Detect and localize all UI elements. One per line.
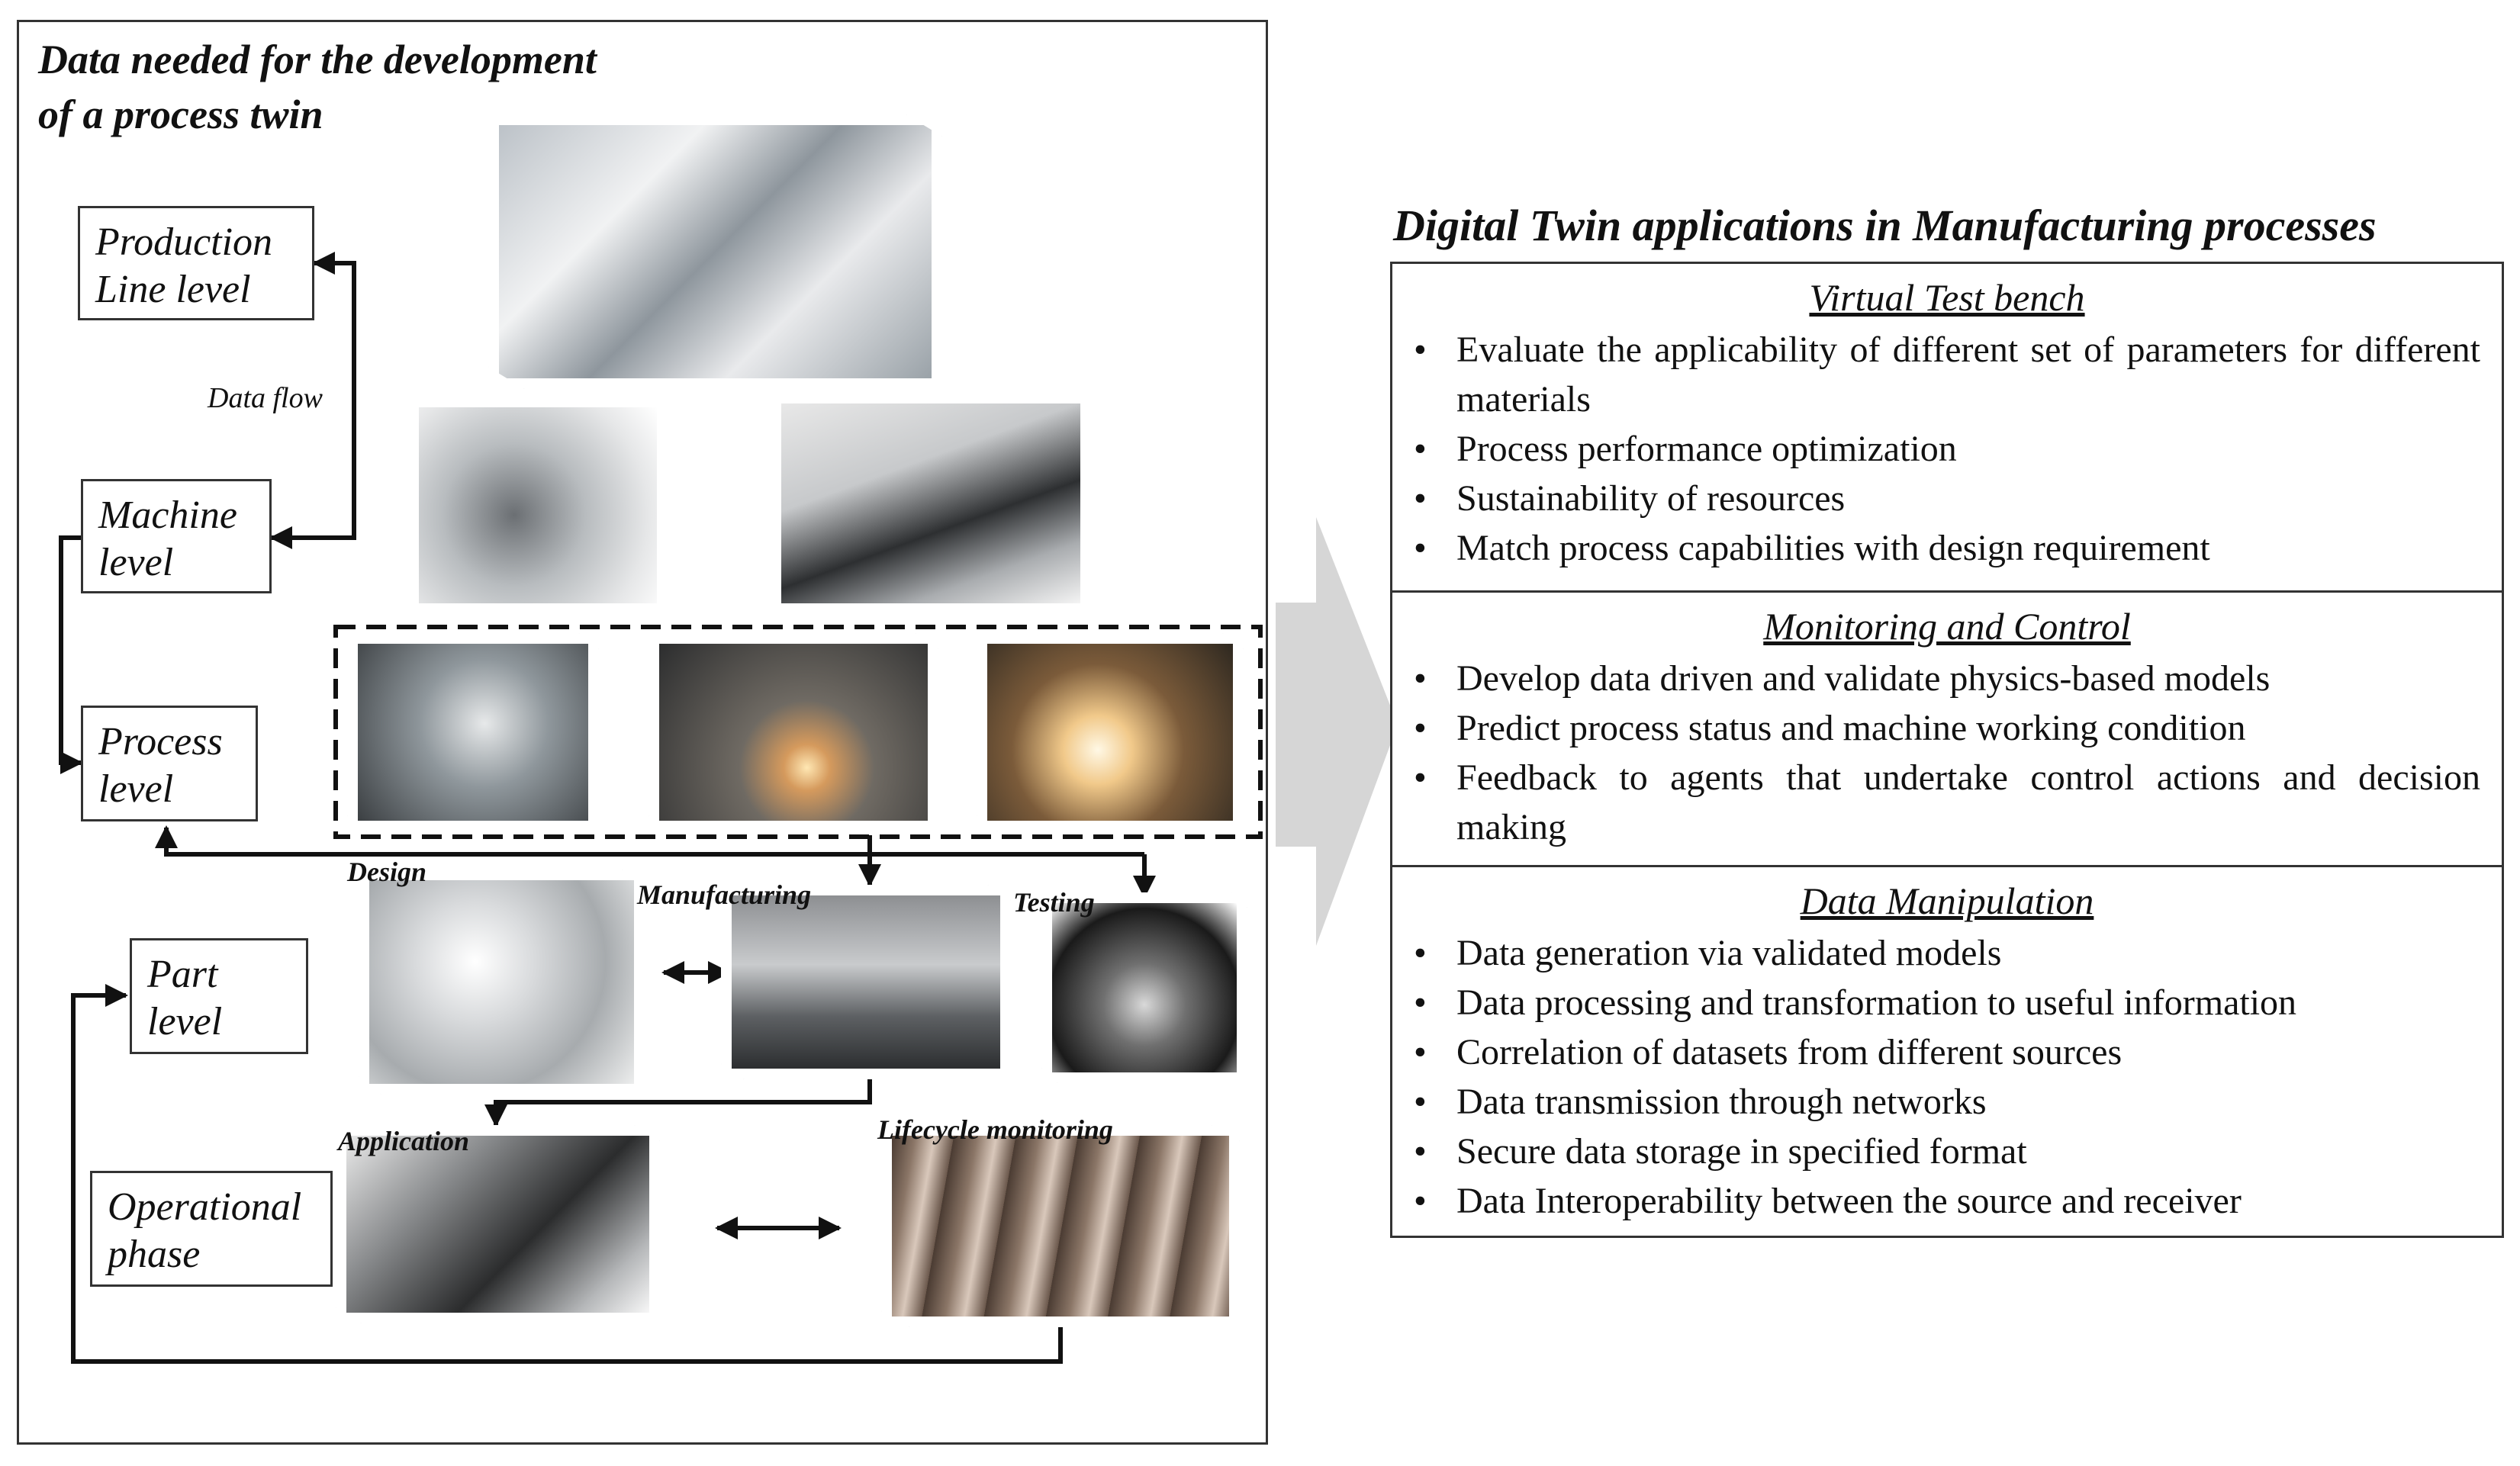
operational-phase-text2: phase	[108, 1233, 201, 1276]
machine-level-box: Machine level	[81, 479, 272, 593]
application-engine-photo	[336, 1125, 660, 1323]
stage-label-manufacturing: Manufacturing	[637, 879, 812, 910]
operational-phase-text1: Operational	[108, 1185, 302, 1229]
list-item: Evaluate the applicability of different …	[1414, 325, 2480, 424]
manufacturing-turbine-photo	[721, 885, 1011, 1079]
laser-deposition-photo	[649, 633, 938, 831]
laser-cutting-photo	[977, 633, 1244, 831]
right-panel-title: Digital Twin applications in Manufacturi…	[1393, 201, 2377, 250]
section-virtual-test-bench: Virtual Test bench Evaluate the applicab…	[1392, 264, 2502, 590]
process-level-text2: level	[98, 767, 174, 811]
feedback-loop-arrow	[71, 984, 1063, 1364]
testing-ct-scan-photo	[1041, 892, 1247, 1083]
list-item: Feedback to agents that undertake contro…	[1414, 753, 2480, 852]
machine-level-text1: Machine	[98, 493, 237, 537]
left-title-line2: of a process twin	[38, 92, 323, 137]
data-flow-label: Data flow	[208, 382, 323, 414]
machine-process-arrow	[59, 535, 83, 774]
list-item: Data Interoperability between the source…	[1414, 1176, 2480, 1226]
milling-process-photo	[347, 633, 599, 831]
list-item: Secure data storage in specified format	[1414, 1127, 2480, 1176]
list-item: Predict process status and machine worki…	[1414, 703, 2480, 753]
list-item: Sustainability of resources	[1414, 474, 2480, 523]
robot-cell-photo	[408, 397, 668, 614]
to-application-arrow	[484, 1079, 872, 1127]
bullet-list-monitoring-control: Develop data driven and validate physics…	[1392, 654, 2502, 852]
data-flow-arrow	[269, 252, 356, 549]
cnc-machine-photo	[771, 393, 1091, 614]
operational-phase-box: Operational phase	[90, 1171, 333, 1287]
big-grey-arrow	[1276, 517, 1398, 946]
list-item: Match process capabilities with design r…	[1414, 523, 2480, 573]
section-monitoring-control: Monitoring and Control Develop data driv…	[1392, 590, 2502, 865]
list-item: Correlation of datasets from different s…	[1414, 1027, 2480, 1077]
stage-label-testing: Testing	[1013, 887, 1095, 918]
section-title-data-manipulation: Data Manipulation	[1800, 879, 2094, 922]
process-level-text1: Process	[98, 720, 223, 764]
list-item: Develop data driven and validate physics…	[1414, 654, 2480, 703]
list-item: Process performance optimization	[1414, 424, 2480, 474]
stage-label-application: Application	[338, 1126, 470, 1156]
section-data-manipulation: Data Manipulation Data generation via va…	[1392, 865, 2502, 1240]
part-level-text2: level	[147, 1000, 223, 1043]
list-item: Data transmission through networks	[1414, 1077, 2480, 1127]
applications-table: Virtual Test bench Evaluate the applicab…	[1390, 262, 2504, 1238]
process-branch-line	[155, 825, 1144, 857]
left-title-line1: Data needed for the development	[38, 37, 597, 82]
process-level-box: Process level	[81, 706, 258, 821]
part-level-text1: Part	[147, 953, 218, 996]
part-level-box: Part level	[130, 938, 308, 1054]
production-line-level-text1: Production	[95, 220, 273, 264]
production-line-level-box: Production Line level	[78, 206, 314, 320]
list-item: Data processing and transformation to us…	[1414, 978, 2480, 1027]
stage-label-lifecycle: Lifecycle monitoring	[877, 1114, 1113, 1145]
section-title-virtual-test-bench: Virtual Test bench	[1809, 276, 2085, 319]
design-impeller-photo	[359, 870, 645, 1095]
list-item: Data generation via validated models	[1414, 928, 2480, 978]
production-line-photo	[488, 114, 942, 389]
process-dashed-box	[333, 625, 1263, 839]
left-panel	[17, 20, 1268, 1445]
machine-level-text2: level	[98, 541, 174, 584]
production-line-level-text2: Line level	[95, 268, 251, 311]
section-title-monitoring-control: Monitoring and Control	[1763, 605, 2131, 648]
bullet-list-virtual-test-bench: Evaluate the applicability of different …	[1392, 325, 2502, 573]
lifecycle-blades-photo	[881, 1125, 1240, 1327]
bullet-list-data-manipulation: Data generation via validated models Dat…	[1392, 928, 2502, 1226]
stage-label-design: Design	[347, 857, 427, 887]
